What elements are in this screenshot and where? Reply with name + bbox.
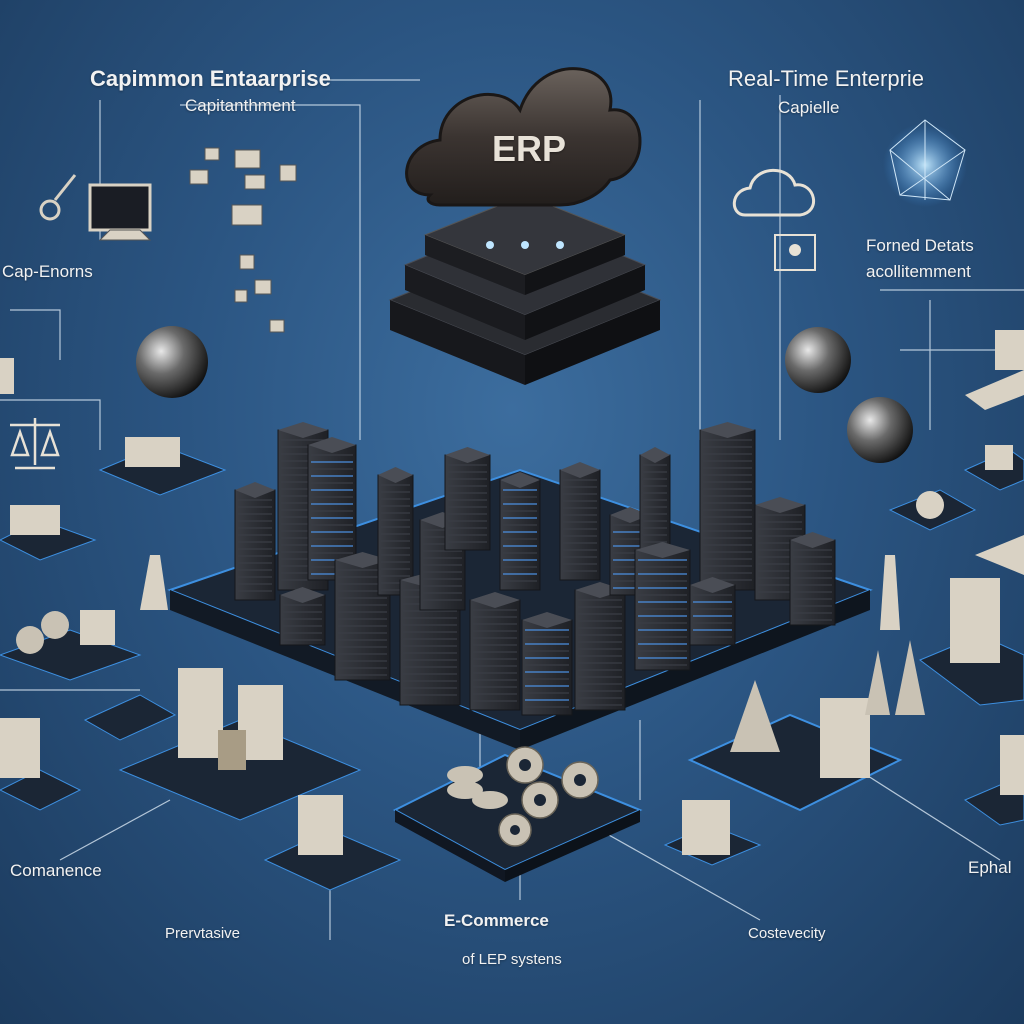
right-mid-label-1: Forned Detats	[866, 236, 974, 255]
server-top	[445, 447, 490, 463]
server-top	[640, 447, 670, 463]
laptop-icon	[965, 330, 1024, 410]
bottom-far-right-label: Ephal	[968, 858, 1012, 877]
globe-sphere-icon	[136, 326, 208, 398]
bottom-left-platforms	[83, 668, 402, 891]
server-top	[235, 482, 275, 498]
server-top	[700, 422, 755, 438]
server-cluster	[234, 422, 836, 716]
server-top	[790, 532, 835, 548]
server-top	[560, 462, 600, 478]
top-left-title: Capimmon Entaarprise	[90, 66, 331, 91]
magnifier-icon	[39, 199, 61, 221]
book-stack-icon	[298, 795, 343, 855]
cloud-erp-icon	[405, 67, 642, 207]
server-tower-icon	[444, 454, 491, 551]
left-side-icons	[0, 326, 227, 811]
server-tower-icon	[689, 584, 736, 646]
cloud-erp-label: ERP	[492, 128, 567, 169]
monitor-icon	[88, 183, 152, 232]
server-tower-icon	[377, 474, 414, 596]
server-top	[278, 422, 328, 438]
server-tower-icon	[634, 549, 691, 671]
server-tower-icon	[789, 539, 836, 626]
server-top	[690, 577, 735, 593]
bottom-right-label: Costevecity	[748, 925, 826, 942]
top-left-icons	[39, 147, 297, 333]
top-right-title: Real-Time Enterprie	[728, 66, 925, 91]
eiffel-tower-icon	[730, 680, 780, 752]
server-top	[755, 497, 805, 513]
cathedral-icon	[865, 650, 890, 715]
scale-balance-icon	[10, 418, 60, 470]
coin-stack-icon	[447, 766, 508, 809]
right-side-icons	[663, 119, 1024, 866]
server-tower-icon	[469, 599, 521, 711]
outline-cloud-icon	[732, 168, 816, 217]
stacked-chip-icon	[388, 194, 662, 385]
server-top	[378, 467, 413, 483]
bottom-center-title: E-Commerce	[444, 911, 549, 930]
server-top	[308, 437, 356, 453]
server-tower-icon	[234, 489, 276, 601]
server-tower-icon	[499, 479, 541, 591]
server-top	[522, 612, 572, 628]
server-top	[470, 592, 520, 608]
bottom-center-subtitle: of LEP systens	[462, 951, 562, 968]
server-top	[500, 472, 540, 488]
gear-platform	[392, 746, 643, 882]
server-tower-icon	[521, 619, 573, 716]
left-mid-label: Cap-Enorns	[2, 262, 93, 281]
server-tower-icon	[559, 469, 601, 581]
server-top	[280, 587, 325, 603]
server-tower-icon	[279, 594, 326, 646]
bottom-left-label-2: Prervtasive	[165, 925, 241, 942]
bottom-left-label: Comanence	[10, 861, 102, 880]
server-top	[335, 552, 390, 568]
right-mid-label-2: acollitemment	[866, 262, 971, 281]
server-top	[635, 542, 690, 558]
server-tower-icon	[574, 589, 626, 711]
server-tower-icon	[639, 454, 671, 556]
top-right-subtitle: Capielle	[778, 98, 840, 117]
user-badge-icon	[774, 234, 816, 271]
top-left-subtitle: Capitanthment	[185, 96, 296, 115]
